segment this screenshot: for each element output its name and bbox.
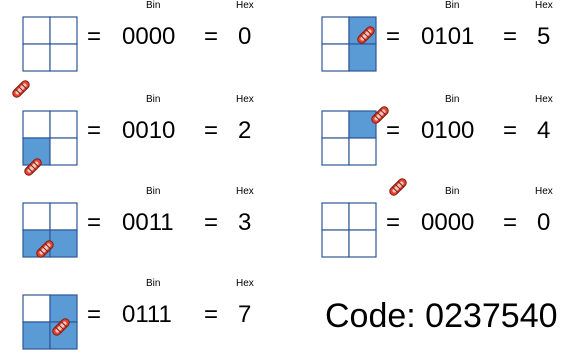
quad-grid (321, 202, 377, 258)
hex-value: 4 (537, 117, 551, 144)
panel-0010: Bin Hex = 0010 = 2 (10, 78, 294, 178)
hex-label: Hex (535, 186, 553, 197)
bin-label: Bin (146, 94, 161, 105)
grid-cell-4 (348, 229, 377, 258)
grid-cell-3 (321, 137, 350, 166)
hex-value: 5 (537, 23, 551, 50)
bin-label: Bin (146, 278, 161, 289)
grid-cell-4 (348, 43, 377, 72)
hex-value: 0 (537, 209, 551, 236)
hex-value: 0 (238, 23, 252, 50)
quad-grid (22, 16, 78, 72)
panel-0000-b: Bin Hex = 0000 = 0 (313, 176, 566, 266)
equals-sign: = (386, 209, 401, 236)
equals-sign: = (87, 301, 102, 328)
hex-label: Hex (535, 94, 553, 105)
bin-label: Bin (146, 186, 161, 197)
boat-icon (369, 104, 391, 126)
hex-label: Hex (236, 94, 254, 105)
binary-value: 0010 (122, 117, 176, 144)
grid-cell-3 (22, 43, 51, 72)
grid-cell-4 (49, 137, 78, 166)
grid-cell-3 (321, 229, 350, 258)
hex-value: 2 (238, 117, 252, 144)
grid-cell-1 (22, 202, 51, 231)
equals-sign: = (87, 209, 102, 236)
hex-value: 7 (238, 301, 252, 328)
grid-cell-2 (49, 110, 78, 139)
hex-label: Hex (236, 186, 254, 197)
quad-grid (22, 294, 78, 350)
boat-icon (22, 156, 44, 178)
binary-value: 0101 (421, 23, 475, 50)
grid-cell-1 (321, 16, 350, 45)
grid-cell-1 (321, 202, 350, 231)
equals-sign: = (87, 117, 102, 144)
hex-value: 3 (238, 209, 252, 236)
code-text: Code: 0237540 (325, 297, 558, 335)
hex-label: Hex (236, 278, 254, 289)
equals-sign: = (204, 209, 219, 236)
binary-value: 0000 (421, 209, 475, 236)
equals-sign: = (386, 23, 401, 50)
equals-sign: = (386, 117, 401, 144)
panel-0101: Bin Hex = 0101 = 5 (313, 0, 566, 80)
panel-0011: Bin Hex = 0011 = 3 (14, 186, 294, 266)
bin-label: Bin (445, 0, 460, 11)
grid-cell-1 (22, 16, 51, 45)
binary-value: 0011 (122, 209, 174, 236)
grid-cell-1 (22, 294, 51, 323)
hex-label: Hex (236, 0, 254, 11)
grid-cell-1 (22, 110, 51, 139)
equals-sign: = (204, 23, 219, 50)
hex-label: Hex (535, 0, 553, 11)
panel-0100: Bin Hex = 0100 = 4 (313, 94, 566, 174)
grid-cell-4 (348, 137, 377, 166)
equals-sign: = (204, 301, 219, 328)
bin-label: Bin (146, 0, 161, 11)
grid-cell-4 (49, 229, 78, 258)
quad-grid (321, 110, 377, 166)
bin-label: Bin (445, 186, 460, 197)
grid-cell-4 (49, 43, 78, 72)
grid-cell-3 (22, 321, 51, 350)
binary-value: 0111 (122, 301, 172, 328)
grid-cell-2 (49, 202, 78, 231)
binary-value: 0000 (122, 23, 176, 50)
quad-grid (321, 16, 377, 72)
equals-sign: = (87, 23, 102, 50)
equals-sign: = (503, 23, 518, 50)
equals-sign: = (503, 209, 518, 236)
equals-sign: = (503, 117, 518, 144)
grid-cell-2 (348, 202, 377, 231)
grid-cell-1 (321, 110, 350, 139)
boat-icon (50, 316, 72, 338)
boat-icon (355, 24, 377, 46)
grid-cell-2 (49, 16, 78, 45)
boat-icon (34, 238, 56, 260)
boat-icon (387, 176, 409, 198)
panel-0000-a: Bin Hex = 0000 = 0 (14, 0, 294, 80)
panel-0111: Bin Hex = 0111 = 7 (14, 278, 294, 358)
grid-cell-3 (321, 43, 350, 72)
grid-cell-2 (49, 294, 78, 323)
boat-icon (10, 78, 32, 100)
bin-label: Bin (445, 94, 460, 105)
quad-grid (22, 110, 78, 166)
equals-sign: = (204, 117, 219, 144)
grid-cell-2 (348, 110, 377, 139)
binary-value: 0100 (421, 117, 475, 144)
